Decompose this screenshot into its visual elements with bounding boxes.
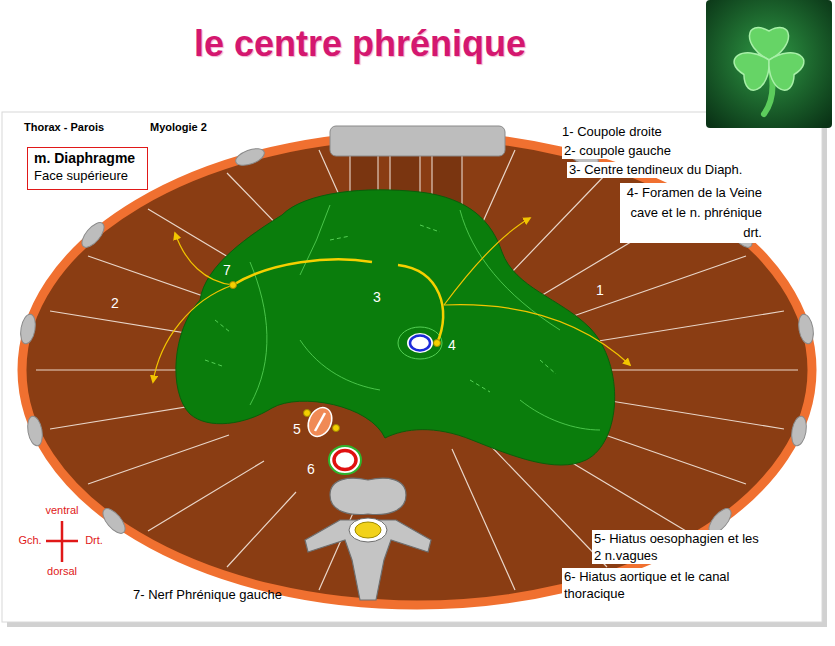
legend-item: 4- Foramen de la Veine cave et le n. phr…: [620, 183, 764, 243]
costal-cartilage: [19, 313, 38, 345]
callout-number: 2: [111, 295, 119, 312]
legend-item: 2- coupole gauche: [562, 143, 673, 159]
title-box: m. DiaphragmeFace supérieure: [27, 147, 148, 190]
right-phrenic-nerve: [398, 265, 443, 343]
costal-cartilage: [234, 145, 267, 168]
orientation-label: Gch.: [18, 534, 41, 547]
nerve-branch: [444, 305, 630, 365]
vertebral-arch: [305, 520, 431, 600]
orientation-cross: [46, 521, 78, 562]
vagus-nerve: [304, 410, 311, 417]
central-tendon: [176, 190, 615, 465]
nerve-dot: [230, 282, 237, 289]
legend-item: 1- Coupole droite: [560, 124, 664, 140]
box-subheading: Face supérieure: [34, 168, 141, 184]
vena-cava: [410, 336, 430, 351]
oesophagus: [304, 404, 337, 440]
vagus-nerve: [333, 425, 340, 432]
diaphragm-outline: [22, 135, 812, 605]
box-heading: m. Diaphragme: [34, 150, 141, 168]
page-title: le centre phrénique: [194, 22, 526, 65]
costal-cartilage: [78, 219, 108, 251]
nerve-branch: [175, 233, 233, 285]
legend-item: 7- Nerf Phrénique gauche: [133, 587, 282, 603]
costal-cartilage: [26, 415, 45, 447]
header-label: Thorax - Parois: [24, 121, 104, 134]
nerve-branch: [444, 218, 530, 305]
legend-item: 3- Centre tendineux du Diaph.: [567, 162, 744, 178]
vena-cava-foramen: [407, 333, 433, 353]
callout-number: 1: [596, 282, 604, 299]
muscle-fibres: [36, 150, 798, 590]
vertebral-canal: [349, 518, 387, 542]
sternum: [330, 126, 505, 156]
costal-cartilage: [797, 313, 816, 345]
orientation-label: dorsal: [47, 565, 77, 578]
aortic-hiatus: [329, 446, 361, 474]
legend-item: 5- Hiatus oesophagien et les 2 n.vagues: [592, 530, 768, 564]
clover-leaf: [759, 43, 807, 93]
callout-number: 6: [307, 461, 315, 478]
vertebral-body: [330, 478, 406, 514]
callout-number: 3: [373, 289, 381, 306]
costal-cartilage: [99, 505, 129, 537]
nerve-dot: [434, 340, 441, 347]
header-label: Myologie 2: [150, 121, 207, 134]
nerve-branch: [153, 285, 233, 382]
callout-number: 5: [293, 421, 301, 438]
callout-number: 7: [223, 262, 231, 279]
orientation-label: Drt.: [85, 534, 103, 547]
shamrock-icon: [706, 0, 832, 128]
icon-ground: [706, 0, 832, 128]
spinal-cord: [355, 522, 381, 538]
frame: [2, 112, 822, 622]
aorta: [334, 451, 356, 470]
legend-item: 6- Hiatus aortique et le canal thoraciqu…: [562, 568, 766, 602]
left-phrenic-nerve: [233, 259, 372, 285]
oesophagus-lumen: [315, 413, 325, 431]
callout-number: 4: [448, 337, 456, 354]
tendon-fibres: [398, 327, 442, 359]
tendon-fibres: [205, 225, 556, 392]
orientation-label: ventral: [45, 504, 78, 517]
costal-cartilage: [790, 415, 809, 447]
